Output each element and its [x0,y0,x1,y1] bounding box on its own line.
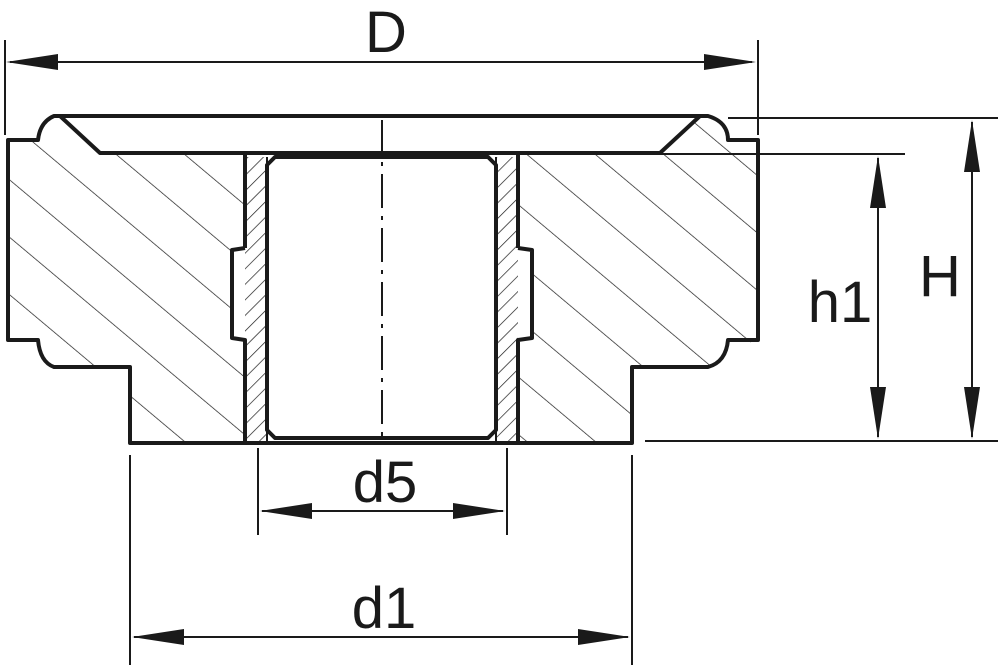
dimension-h1: h1 [660,153,905,439]
h1-arrow-top [870,156,886,208]
d-arrow-right [704,54,756,70]
top-recess [58,114,702,155]
d1-arrow-right [578,629,630,645]
d1-arrow-left [132,629,184,645]
dimension-d: D [4,0,759,135]
left-thread-insert [245,157,267,443]
d-arrow-left [6,54,58,70]
dimension-d5: d5 [257,448,508,535]
d5-label: d5 [353,450,418,515]
d5-arrow-right [453,503,505,519]
h1-arrow-bottom [870,387,886,439]
part-cross-section [6,114,760,445]
dimension-h: H [645,117,998,442]
d1-label: d1 [352,576,417,641]
dimension-d1: d1 [129,455,633,665]
left-body-section [8,118,245,443]
h-arrow-top [964,120,980,172]
h-label: H [919,244,961,309]
left-groove [230,246,247,443]
right-groove [516,246,534,443]
d-label: D [365,0,407,65]
h1-label: h1 [808,270,873,335]
part-outline [6,114,760,445]
d5-arrow-left [260,503,312,519]
h-arrow-bottom [964,387,980,439]
right-body-section [518,118,758,443]
right-thread-insert [496,157,518,443]
